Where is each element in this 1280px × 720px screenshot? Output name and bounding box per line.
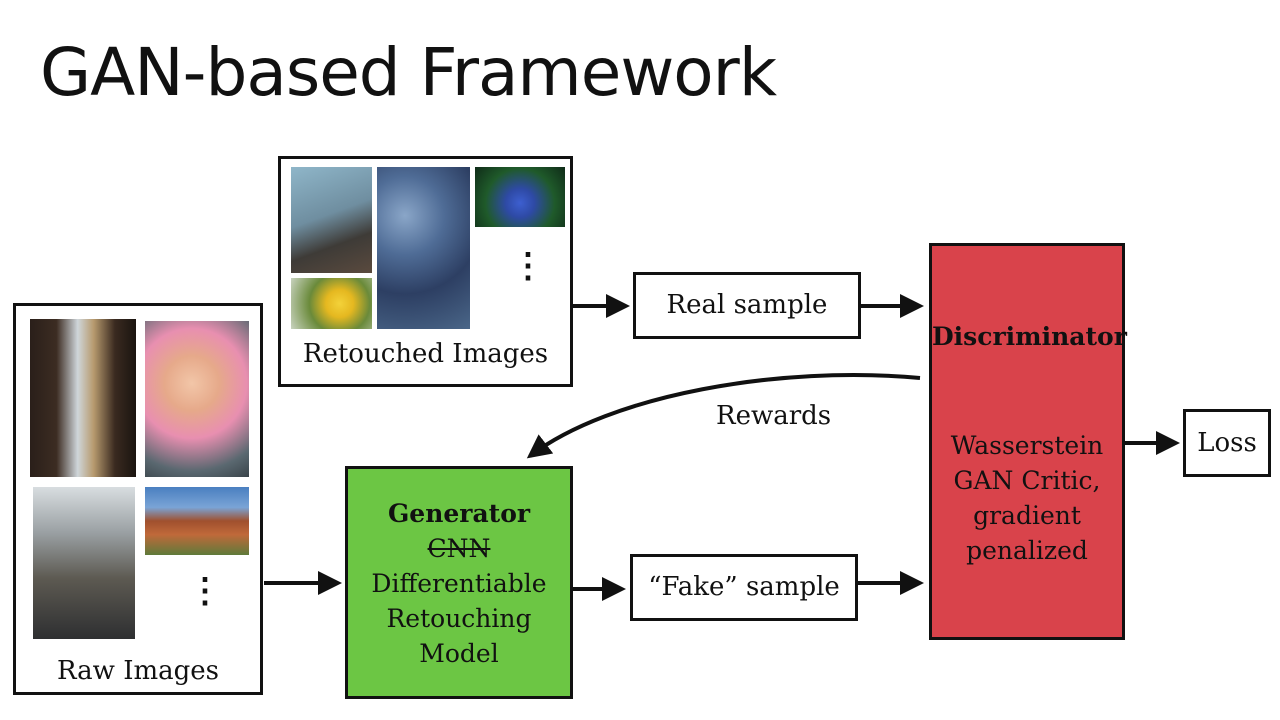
generator-struck-cnn: CNN <box>427 534 491 563</box>
arrow-rewards-curve <box>526 373 921 459</box>
raw-photo-street <box>33 487 135 639</box>
generator-line-3: Model <box>419 639 499 668</box>
discriminator-title: Discriminator <box>932 322 1127 351</box>
page-title: GAN-based Framework <box>40 34 777 111</box>
rewards-label: Rewards <box>716 401 832 431</box>
discriminator-box: Discriminator Wasserstein GAN Critic, gr… <box>929 243 1127 640</box>
real-sample-box: Real sample <box>633 272 861 339</box>
discriminator-line-2: GAN Critic, <box>953 466 1101 495</box>
discriminator-line-1: Wasserstein <box>950 431 1104 460</box>
generator-line-1: Differentiable <box>371 569 547 598</box>
generator-title: Generator <box>387 499 531 528</box>
retouched-photo-flowers <box>475 167 565 227</box>
retouched-ellipsis: ⋮ <box>511 246 545 286</box>
discriminator-line-3: gradient <box>973 501 1081 530</box>
generator-line-2: Retouching <box>386 604 532 633</box>
retouched-photo-daffodils <box>291 278 372 329</box>
generator-box: Generator CNN Differentiable Retouching … <box>345 466 573 699</box>
raw-images-box: ⋮ Raw Images <box>13 303 263 695</box>
retouched-photo-forest <box>377 167 470 329</box>
raw-photo-alley <box>30 319 136 477</box>
real-sample-label: Real sample <box>666 290 828 320</box>
retouched-images-caption: Retouched Images <box>302 339 549 369</box>
raw-photo-desert <box>145 487 249 555</box>
raw-ellipsis: ⋮ <box>188 571 222 611</box>
fake-sample-label: “Fake” sample <box>648 572 840 602</box>
loss-label: Loss <box>1197 428 1257 458</box>
retouched-photo-woman <box>291 167 372 273</box>
retouched-images-box: ⋮ Retouched Images <box>278 156 573 387</box>
discriminator-line-4: penalized <box>966 536 1088 565</box>
raw-photo-child <box>145 321 249 477</box>
loss-box: Loss <box>1183 409 1271 477</box>
fake-sample-box: “Fake” sample <box>630 554 858 621</box>
raw-images-caption: Raw Images <box>57 656 219 686</box>
